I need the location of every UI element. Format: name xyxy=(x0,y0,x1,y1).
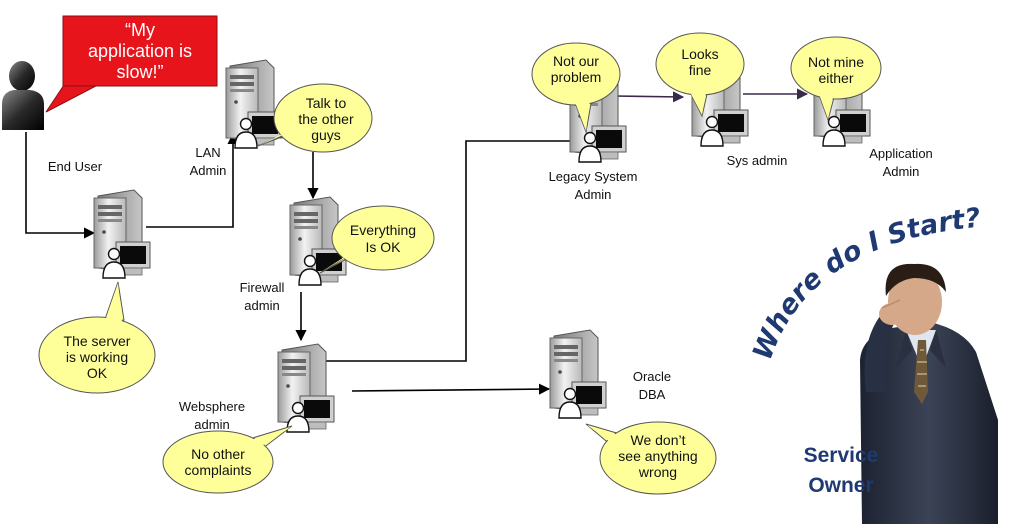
server-bubble-line-1: The server xyxy=(64,333,131,349)
legacy-label-line-1: Legacy System xyxy=(549,169,638,184)
legacy-label-line-2: Admin xyxy=(575,187,612,202)
businessman-icon xyxy=(860,263,998,524)
firewall-admin-node: Firewall admin Everything Is OK xyxy=(240,196,435,313)
lan-bubble-line-2: the other xyxy=(298,111,354,127)
lan-bubble-line-1: Talk to xyxy=(306,95,347,111)
server-workstation-icon xyxy=(93,189,151,279)
connector-server-lan xyxy=(146,132,239,228)
service-owner-line-2: Owner xyxy=(808,474,873,497)
connector-enduser-server xyxy=(25,132,96,239)
quote-line-2: application is xyxy=(88,41,192,61)
websphere-label-line-2: admin xyxy=(194,417,229,432)
appadmin-node: Application Admin Not mine either xyxy=(790,36,933,179)
sysadmin-node: Sys admin Looks fine xyxy=(655,32,788,168)
lan-server-workstation-icon xyxy=(225,59,283,149)
oracle-label-line-1: Oracle xyxy=(633,369,671,384)
websphere-label-line-1: Websphere xyxy=(179,399,245,414)
oracle-label-line-2: DBA xyxy=(639,387,666,402)
service-owner-line-1: Service xyxy=(804,444,879,467)
server-bubble: The server is working OK xyxy=(38,281,156,394)
appadmin-label-line-2: Admin xyxy=(883,164,920,179)
firewall-bubble-line-2: Is OK xyxy=(365,239,401,255)
firewall-label-line-2: admin xyxy=(244,298,279,313)
websphere-admin-node: Websphere admin No other complaints xyxy=(162,343,335,494)
end-user-node: End User xyxy=(2,61,103,174)
legacy-bubble-line-1: Not our xyxy=(553,53,599,69)
server-bubble-line-2: is working xyxy=(66,349,128,365)
legacy-admin-node: Legacy System Admin Not our problem xyxy=(531,42,638,202)
lan-bubble-line-3: guys xyxy=(311,127,341,143)
appadmin-label-line-1: Application xyxy=(869,146,933,161)
lan-bubble: Talk to the other guys xyxy=(257,83,373,153)
legacy-bubble: Not our problem xyxy=(531,42,621,134)
oracle-bubble-line-3: wrong xyxy=(638,464,677,480)
end-user-label: End User xyxy=(48,159,103,174)
legacy-bubble-line-2: problem xyxy=(551,69,602,85)
connector-websphere-legacy xyxy=(326,135,594,362)
oracle-bubble-line-1: We don’t xyxy=(631,432,686,448)
oracle-bubble-line-2: see anything xyxy=(618,448,697,464)
oracle-server-workstation-icon xyxy=(549,329,607,419)
connectors xyxy=(25,88,809,395)
sysadmin-label: Sys admin xyxy=(727,153,788,168)
lan-label-line-1: LAN xyxy=(195,145,220,160)
firewall-bubble-line-1: Everything xyxy=(350,222,416,238)
websphere-server-workstation-icon xyxy=(277,343,335,433)
appadmin-bubble: Not mine either xyxy=(790,36,882,122)
server-bubble-line-3: OK xyxy=(87,365,108,381)
lan-label-line-2: Admin xyxy=(190,163,227,178)
lan-admin-node: LAN Admin Talk to the other guys xyxy=(190,59,373,178)
server-node: The server is working OK xyxy=(38,189,156,394)
connector-websphere-oracle xyxy=(351,383,551,395)
end-user-quote-callout: “My application is slow!” xyxy=(45,15,218,113)
websphere-bubble: No other complaints xyxy=(162,425,293,494)
firewall-bubble: Everything Is OK xyxy=(319,205,435,274)
end-user-silhouette-icon xyxy=(2,61,44,130)
appadmin-bubble-line-2: either xyxy=(818,70,853,86)
websphere-bubble-line-1: No other xyxy=(191,446,245,462)
oracle-dba-node: Oracle DBA We don’t see anything wrong xyxy=(549,329,717,495)
quote-box xyxy=(62,15,218,87)
appadmin-bubble-line-1: Not mine xyxy=(808,54,864,70)
sysadmin-bubble-line-1: Looks xyxy=(681,46,718,62)
sysadmin-bubble-line-2: fine xyxy=(689,62,712,78)
quote-line-3: slow!” xyxy=(116,62,163,82)
firewall-label-line-1: Firewall xyxy=(240,280,285,295)
oracle-bubble: We don’t see anything wrong xyxy=(585,421,717,495)
sysadmin-bubble: Looks fine xyxy=(655,32,745,118)
websphere-bubble-line-2: complaints xyxy=(185,462,252,478)
quote-line-1: “My xyxy=(125,20,155,40)
connector-legacy-sysadmin xyxy=(613,91,685,103)
